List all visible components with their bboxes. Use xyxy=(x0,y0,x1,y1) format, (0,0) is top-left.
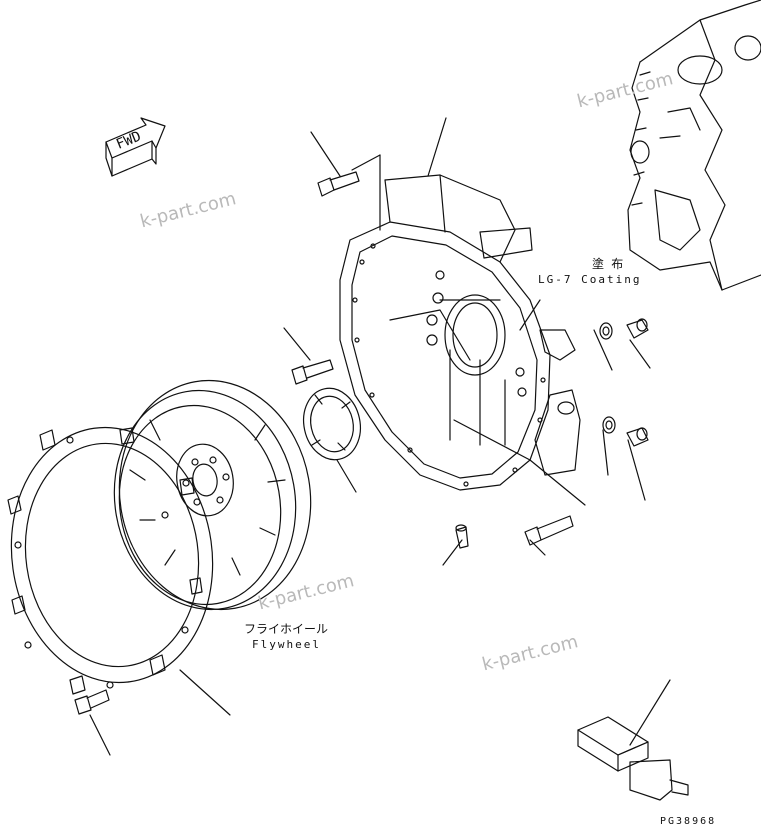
fwd-arrow-icon xyxy=(106,118,165,176)
engine-block xyxy=(628,0,761,290)
flywheel-ring xyxy=(0,414,229,695)
oil-seal xyxy=(297,383,367,465)
turning-tool xyxy=(578,717,688,800)
coating-label-en: LG-7 Coating xyxy=(538,273,642,286)
bolt-lower-right xyxy=(525,516,573,545)
flywheel xyxy=(97,365,328,624)
plug-lower xyxy=(603,417,648,446)
flywheel-label-en: Flywheel xyxy=(252,638,321,651)
drawing-number: PG38968 xyxy=(660,816,717,827)
plug-upper xyxy=(600,319,648,339)
bolt-bottom-left xyxy=(75,690,109,714)
flywheel-label-jp: フライホイール xyxy=(244,622,329,636)
coating-label-jp: 塗 布 xyxy=(592,257,624,271)
bolt-middle xyxy=(292,360,333,384)
dowel-pin xyxy=(456,525,468,548)
bolt-top xyxy=(318,172,359,196)
flywheel-housing xyxy=(340,175,580,490)
